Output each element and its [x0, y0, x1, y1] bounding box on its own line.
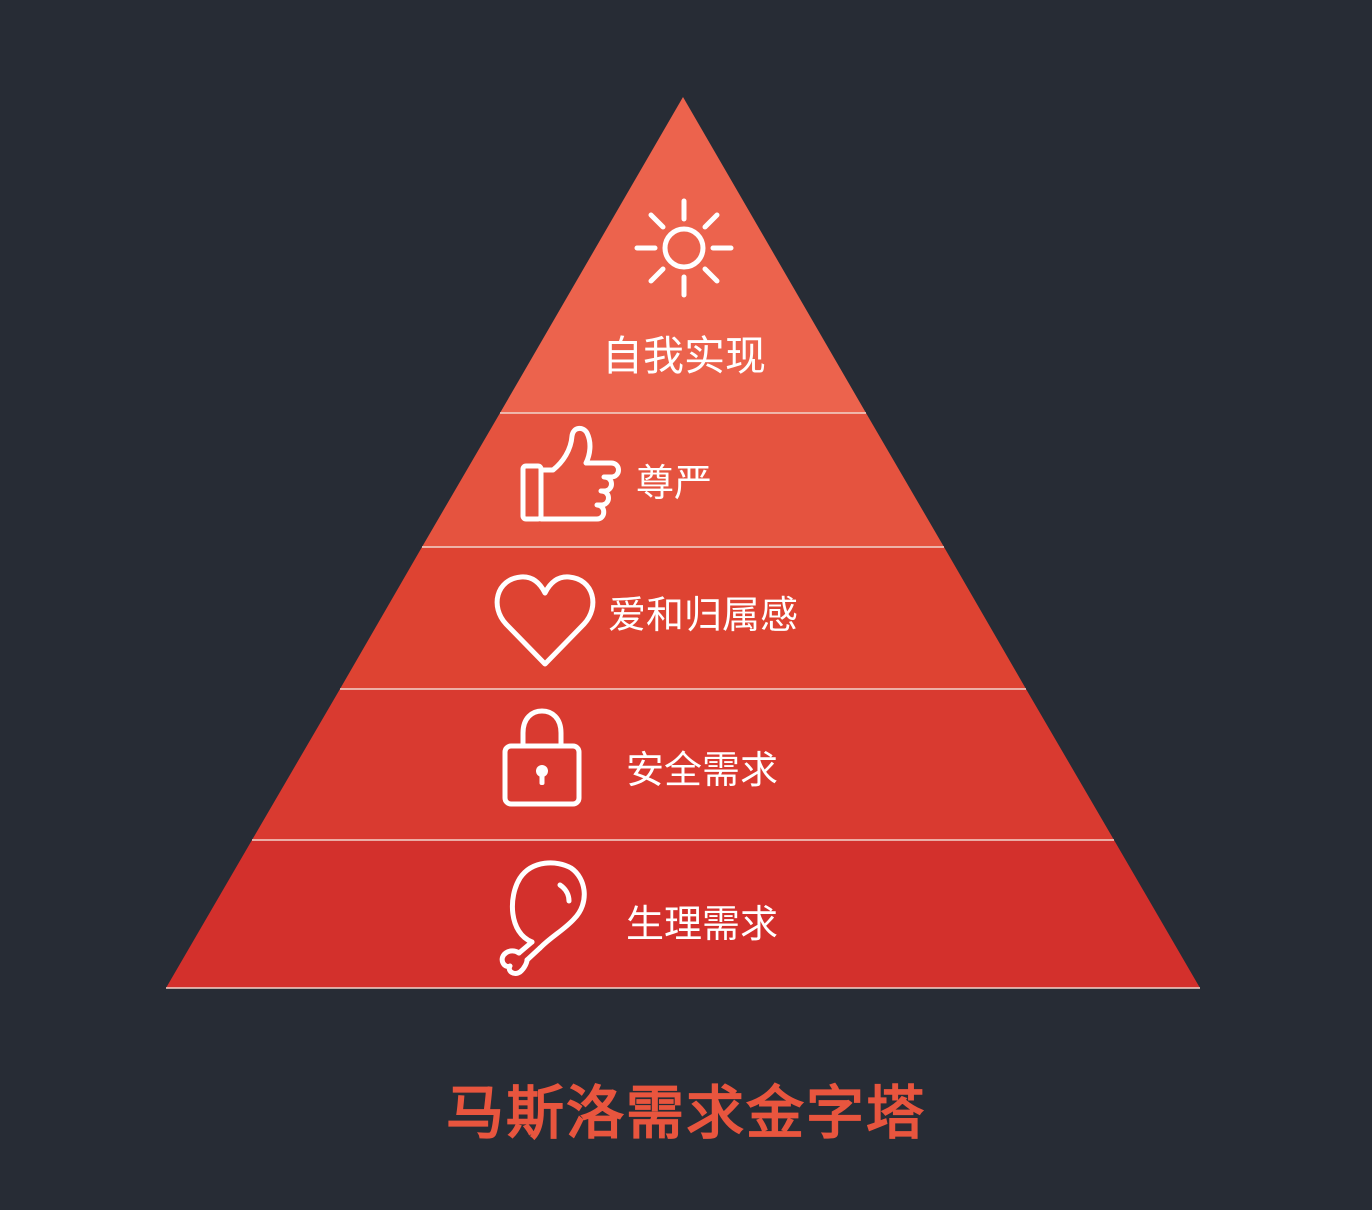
thumbs-up-icon	[520, 426, 621, 522]
keyhole-icon	[536, 765, 548, 785]
tier-band-safety	[252, 689, 1114, 840]
tier-label-safety: 安全需求	[626, 748, 778, 792]
heart-icon	[494, 574, 596, 667]
tier-label-physiological: 生理需求	[626, 902, 778, 946]
tier-band-love-belonging	[340, 547, 1026, 689]
tier-band-self-actualization	[500, 97, 866, 413]
padlock-icon	[502, 708, 582, 807]
tier-band-physiological	[166, 840, 1200, 988]
tier-label-esteem: 尊严	[636, 461, 712, 505]
tier-dividers	[166, 412, 1200, 989]
sun-icon	[634, 198, 734, 298]
tier-label-love-belonging: 爱和归属感	[608, 593, 798, 637]
tier-label-self-actualization: 自我实现	[602, 332, 766, 380]
diagram-title: 马斯洛需求金字塔	[445, 1079, 926, 1147]
chicken-leg-icon	[499, 860, 587, 976]
tier-band-esteem	[422, 413, 944, 547]
